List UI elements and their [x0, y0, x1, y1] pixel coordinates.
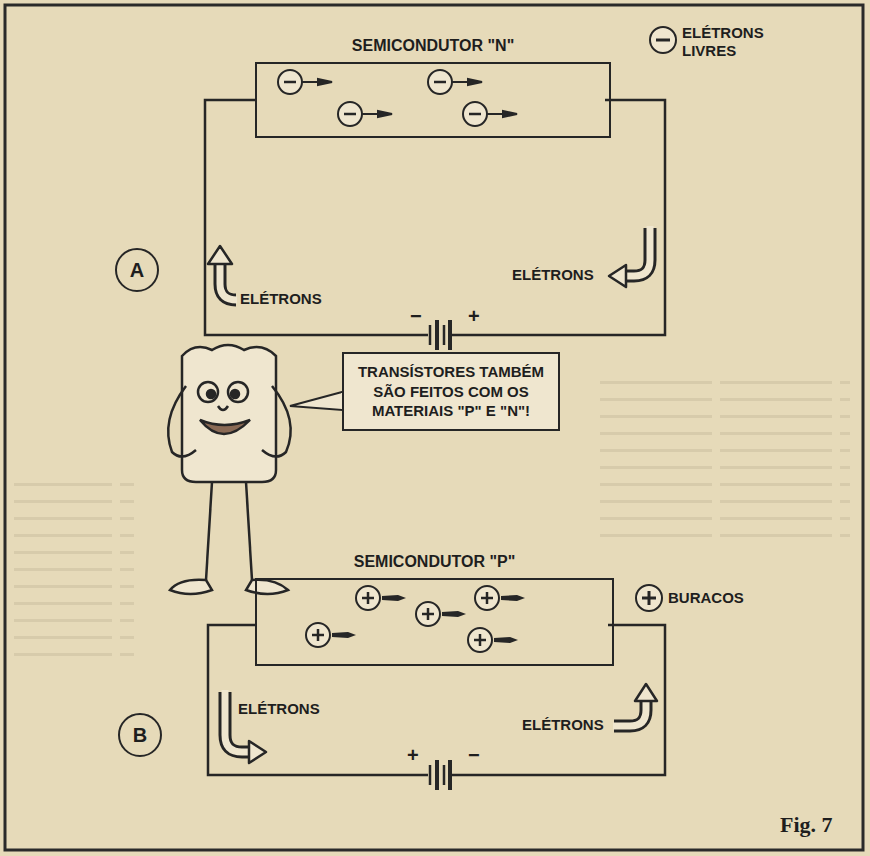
electron-symbol — [278, 70, 487, 126]
legend-text: ELÉTRONS LIVRES — [682, 24, 774, 60]
polarity-sign: − — [410, 305, 422, 328]
motion-arrow — [302, 79, 517, 117]
current-arrow — [208, 226, 657, 763]
current-label: ELÉTRONS — [238, 700, 320, 717]
semiconductor-box: SEMICONDUTOR "P" — [255, 578, 614, 666]
page-texture — [600, 380, 850, 550]
hole-symbol — [306, 586, 499, 652]
figure-caption: Fig. 7 — [780, 812, 833, 838]
box-heading: SEMICONDUTOR "P" — [257, 553, 612, 571]
legend-text: BURACOS — [668, 589, 778, 607]
wire — [205, 100, 665, 335]
speech-bubble: TRANSÍSTORES TAMBÉM SÃO FEITOS COM OS MA… — [342, 352, 560, 431]
bubble-tail — [290, 392, 342, 410]
semiconductor-box: SEMICONDUTOR "N" — [255, 62, 611, 138]
cartoon-character — [168, 345, 290, 594]
polarity-sign: − — [468, 744, 480, 767]
battery-symbol — [430, 320, 450, 350]
battery-symbol — [430, 760, 450, 790]
motion-arrow — [332, 595, 525, 643]
current-label: ELÉTRONS — [240, 290, 322, 307]
hole-plus — [312, 592, 493, 646]
polarity-sign: + — [407, 744, 419, 767]
page-texture — [14, 470, 134, 660]
panel-letter-text: A — [130, 259, 144, 282]
panel-letter: A — [115, 248, 159, 292]
current-label: ELÉTRONS — [512, 266, 594, 283]
bubble-text: TRANSÍSTORES TAMBÉM SÃO FEITOS COM OS MA… — [354, 362, 548, 421]
current-label: ELÉTRONS — [522, 716, 604, 733]
panel-letter-text: B — [133, 724, 147, 747]
wire — [208, 625, 665, 775]
box-heading: SEMICONDUTOR "N" — [257, 37, 609, 55]
polarity-sign: + — [468, 305, 480, 328]
panel-letter: B — [118, 713, 162, 757]
electron-minus — [284, 82, 481, 114]
frame — [5, 5, 863, 850]
legend-symbol — [636, 27, 676, 611]
